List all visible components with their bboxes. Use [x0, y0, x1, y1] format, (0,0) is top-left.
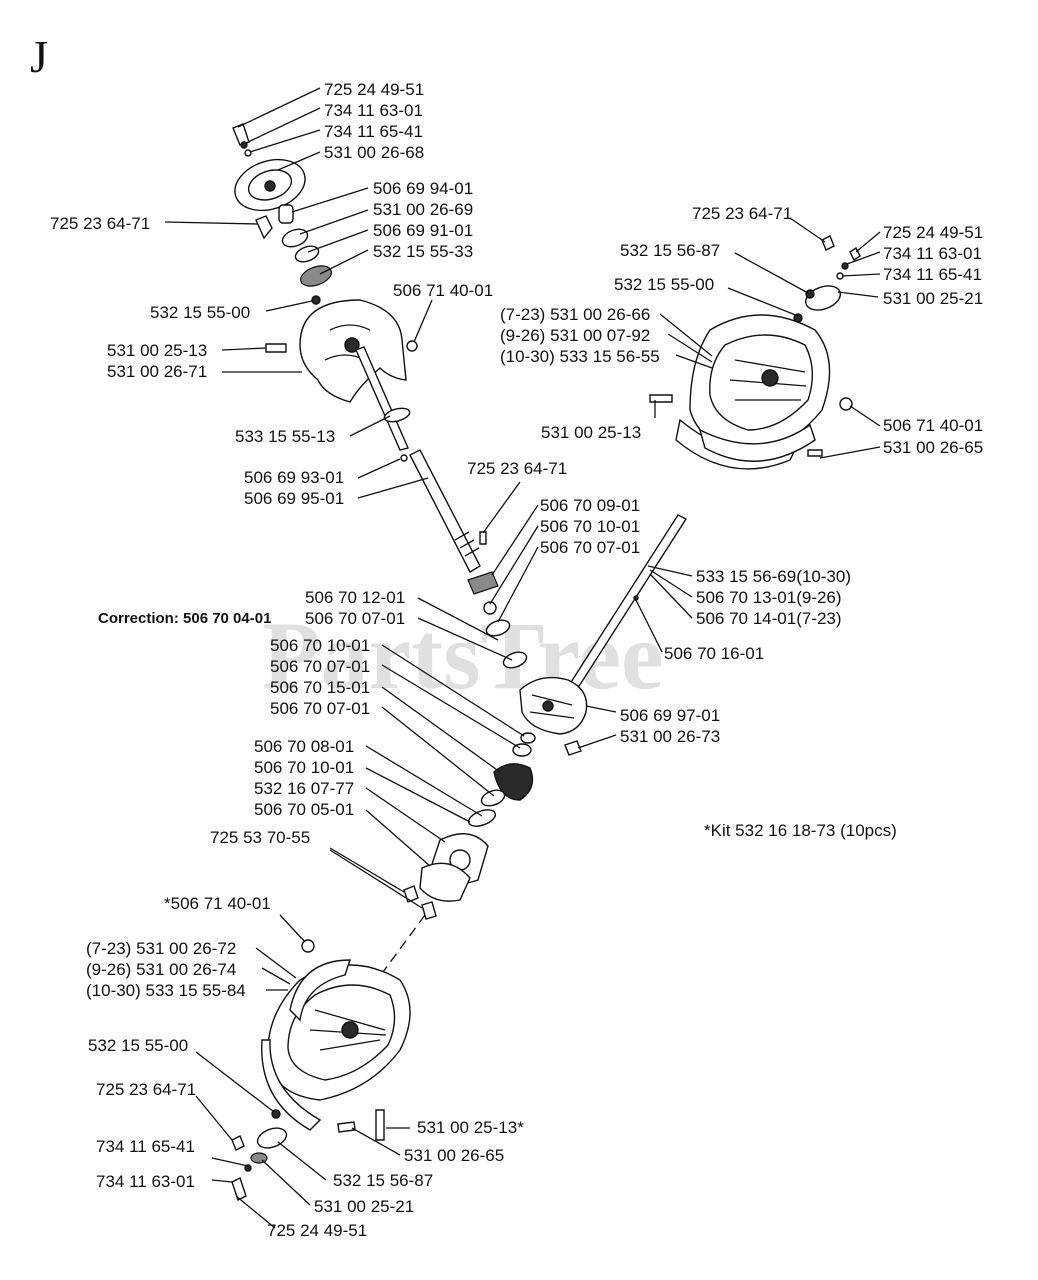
part-label: *506 71 40-01 [164, 894, 271, 913]
part-label: 531 00 25-13 [107, 341, 207, 360]
part-label: 506 70 08-01 [254, 737, 354, 756]
part-label: (7-23) 531 00 26-66 [500, 305, 650, 324]
part-label: 506 70 07-01 [270, 657, 370, 676]
part-label: 532 15 56-87 [333, 1171, 433, 1190]
part-label: (10-30) 533 15 55-84 [86, 981, 246, 1000]
part-label: 725 24 49-51 [324, 80, 424, 99]
part-label: 506 71 40-01 [393, 281, 493, 300]
part-label: 532 15 55-00 [150, 303, 250, 322]
part-label: 531 00 26-68 [324, 143, 424, 162]
part-label: 506 70 10-01 [540, 517, 640, 536]
part-label: (9-26) 531 00 07-92 [500, 326, 650, 345]
part-label: 506 69 93-01 [244, 468, 344, 487]
part-label: 531 00 25-13* [417, 1118, 524, 1137]
part-label: 532 15 56-87 [620, 241, 720, 260]
part-label: 734 11 63-01 [96, 1172, 195, 1191]
part-label: 532 15 55-00 [614, 275, 714, 294]
part-label: 533 15 56-69(10-30) [696, 567, 851, 586]
part-label: 532 16 07-77 [254, 779, 354, 798]
part-label: 506 70 07-01 [305, 609, 405, 628]
part-label: 532 15 55-33 [373, 242, 473, 261]
part-label: 531 00 25-21 [883, 289, 983, 308]
part-label: 725 24 49-51 [883, 223, 983, 242]
part-label: 506 70 12-01 [305, 588, 405, 607]
part-label: 725 53 70-55 [210, 828, 310, 847]
part-label: 533 15 55-13 [235, 427, 335, 446]
kit-note: *Kit 532 16 18-73 (10pcs) [704, 821, 897, 840]
part-label: 506 69 91-01 [373, 221, 473, 240]
section-letter: J [30, 31, 48, 82]
bottom-assembly-drawing [231, 939, 411, 1201]
part-label: 506 70 07-01 [270, 699, 370, 718]
part-label: 531 00 26-71 [107, 362, 207, 381]
part-label: 725 23 64-71 [50, 214, 150, 233]
part-label: 531 00 26-73 [620, 727, 720, 746]
part-label: 734 11 65-41 [96, 1137, 195, 1156]
part-label: 725 23 64-71 [467, 459, 567, 478]
part-label: 725 23 64-71 [96, 1080, 196, 1099]
part-label: 734 11 63-01 [324, 101, 423, 120]
part-label: 506 70 05-01 [254, 800, 354, 819]
part-label: 506 70 10-01 [254, 758, 354, 777]
part-label: 725 24 49-51 [267, 1221, 367, 1240]
part-label: 531 00 25-21 [314, 1197, 414, 1216]
part-label: 531 00 26-69 [373, 200, 473, 219]
part-label: (9-26) 531 00 26-74 [86, 960, 236, 979]
part-label: 506 70 15-01 [270, 678, 370, 697]
part-label: 532 15 55-00 [88, 1036, 188, 1055]
part-label: (7-23) 531 00 26-72 [86, 939, 236, 958]
part-label: 506 70 10-01 [270, 636, 370, 655]
part-label: 725 23 64-71 [692, 204, 792, 223]
part-label: (10-30) 533 15 56-55 [500, 347, 660, 366]
part-label: 734 11 65-41 [883, 265, 982, 284]
part-label: 531 00 25-13 [541, 423, 641, 442]
part-label: 531 00 26-65 [883, 438, 983, 457]
part-label: 734 11 65-41 [324, 122, 423, 141]
part-label: 506 71 40-01 [883, 416, 983, 435]
part-label: 506 69 97-01 [620, 706, 720, 725]
top-left-assembly-drawing [232, 123, 481, 573]
part-label: 506 70 09-01 [540, 496, 640, 515]
gearbox-drawing [354, 514, 688, 1011]
part-label: 506 70 13-01(9-26) [696, 588, 842, 607]
part-label: 506 69 94-01 [373, 179, 473, 198]
part-label: 734 11 63-01 [883, 244, 982, 263]
part-label: 506 70 14-01(7-23) [696, 609, 842, 628]
top-right-assembly-drawing [649, 235, 861, 470]
part-label: 506 69 95-01 [244, 489, 344, 508]
part-label: 506 70 16-01 [664, 644, 764, 663]
part-label: 531 00 26-65 [404, 1146, 504, 1165]
part-label: 506 70 07-01 [540, 538, 640, 557]
correction-note: Correction: 506 70 04-01 [98, 610, 271, 627]
leader-lines [164, 87, 881, 1229]
